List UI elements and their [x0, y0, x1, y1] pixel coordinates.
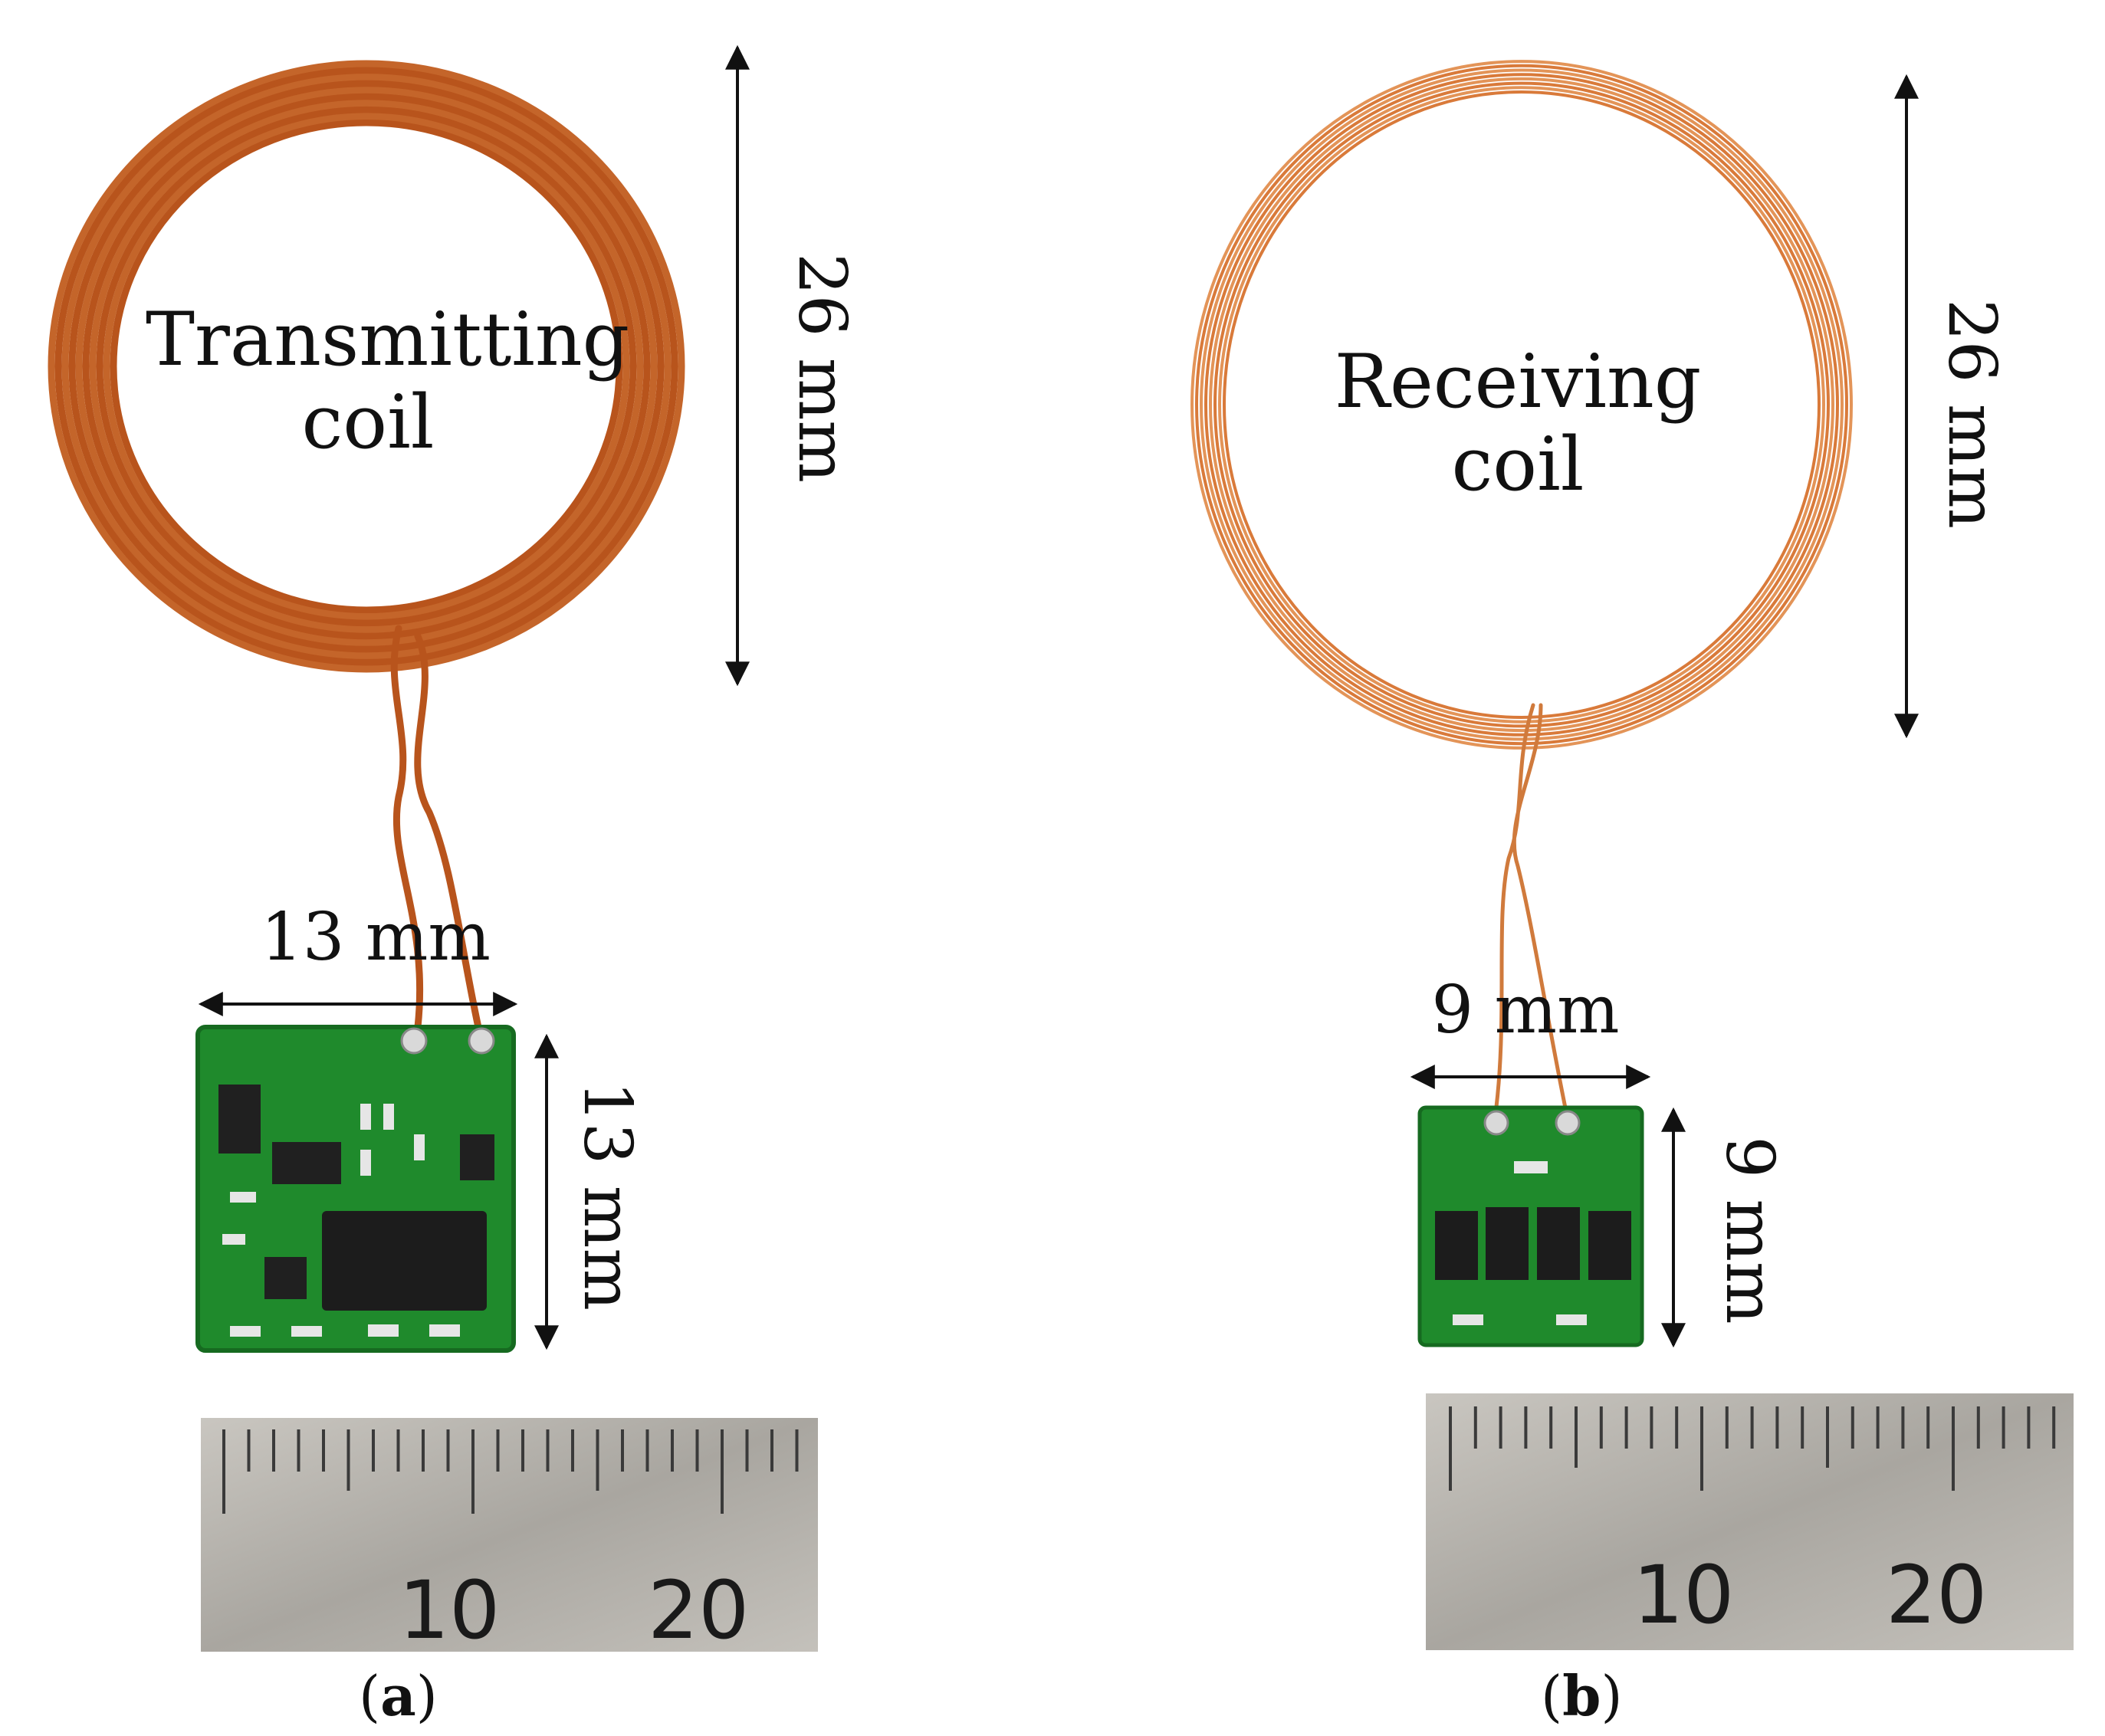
coil-winding [61, 73, 672, 660]
coil-winding [1218, 86, 1825, 724]
transmitting-coil-lead-wires [390, 625, 483, 1035]
transmitter-circuit-board [195, 1025, 516, 1353]
coil-winding [48, 60, 685, 673]
receiving-coil-label: Receiving coil [1303, 339, 1732, 507]
coil-label-line1: Transmitting [146, 297, 630, 382]
coil-winding [1223, 90, 1821, 719]
coil-a-height-label: 26 mm [783, 253, 860, 483]
ruler-a-label-10: 10 [399, 1564, 501, 1657]
panel-a-caption: (a) [359, 1663, 438, 1728]
panel-a-letter: a [380, 1663, 416, 1728]
board-b-width-label: 9 mm [1431, 972, 1620, 1048]
receiving-coil-lead-wires [1493, 703, 1570, 1121]
coil-label-line2: coil [301, 379, 435, 465]
ruler-b-label-20: 20 [1886, 1548, 1988, 1642]
ruler-b-label-10: 10 [1633, 1548, 1735, 1642]
coil-winding [103, 112, 630, 621]
coil-winding [54, 67, 678, 666]
coil-winding [110, 119, 623, 614]
transmitting-coil-image [48, 60, 685, 1035]
board-a-width-label: 13 mm [261, 899, 491, 976]
coil-winding [82, 93, 651, 640]
receiver-circuit-board [1417, 1105, 1644, 1347]
coil-winding [1190, 60, 1853, 750]
board-b-height-label: 9 mm [1711, 1136, 1788, 1324]
panel-b-letter: b [1562, 1663, 1601, 1728]
coil-winding [1204, 73, 1839, 737]
ruler-a-label-20: 20 [648, 1564, 750, 1657]
receiving-coil-image [1190, 60, 1853, 1121]
coil-winding [68, 80, 665, 653]
coil-winding [1195, 64, 1848, 746]
coil-winding [1200, 68, 1844, 741]
coil-label-line1: Receiving [1334, 339, 1702, 425]
coil-label-line2: coil [1451, 421, 1584, 507]
ruler-b [1426, 1393, 2074, 1650]
coil-winding [96, 106, 637, 627]
panel-b-caption: (b) [1541, 1663, 1623, 1728]
coil-winding [75, 86, 658, 647]
coil-winding [1209, 77, 1834, 733]
board-a-height-label: 13 mm [569, 1081, 645, 1311]
coil-b-height-label: 26 mm [1933, 299, 2010, 529]
transmitting-coil-label: Transmitting coil [146, 297, 630, 465]
coil-winding [1213, 81, 1830, 728]
coil-winding [89, 99, 644, 634]
ruler-a [201, 1418, 818, 1652]
